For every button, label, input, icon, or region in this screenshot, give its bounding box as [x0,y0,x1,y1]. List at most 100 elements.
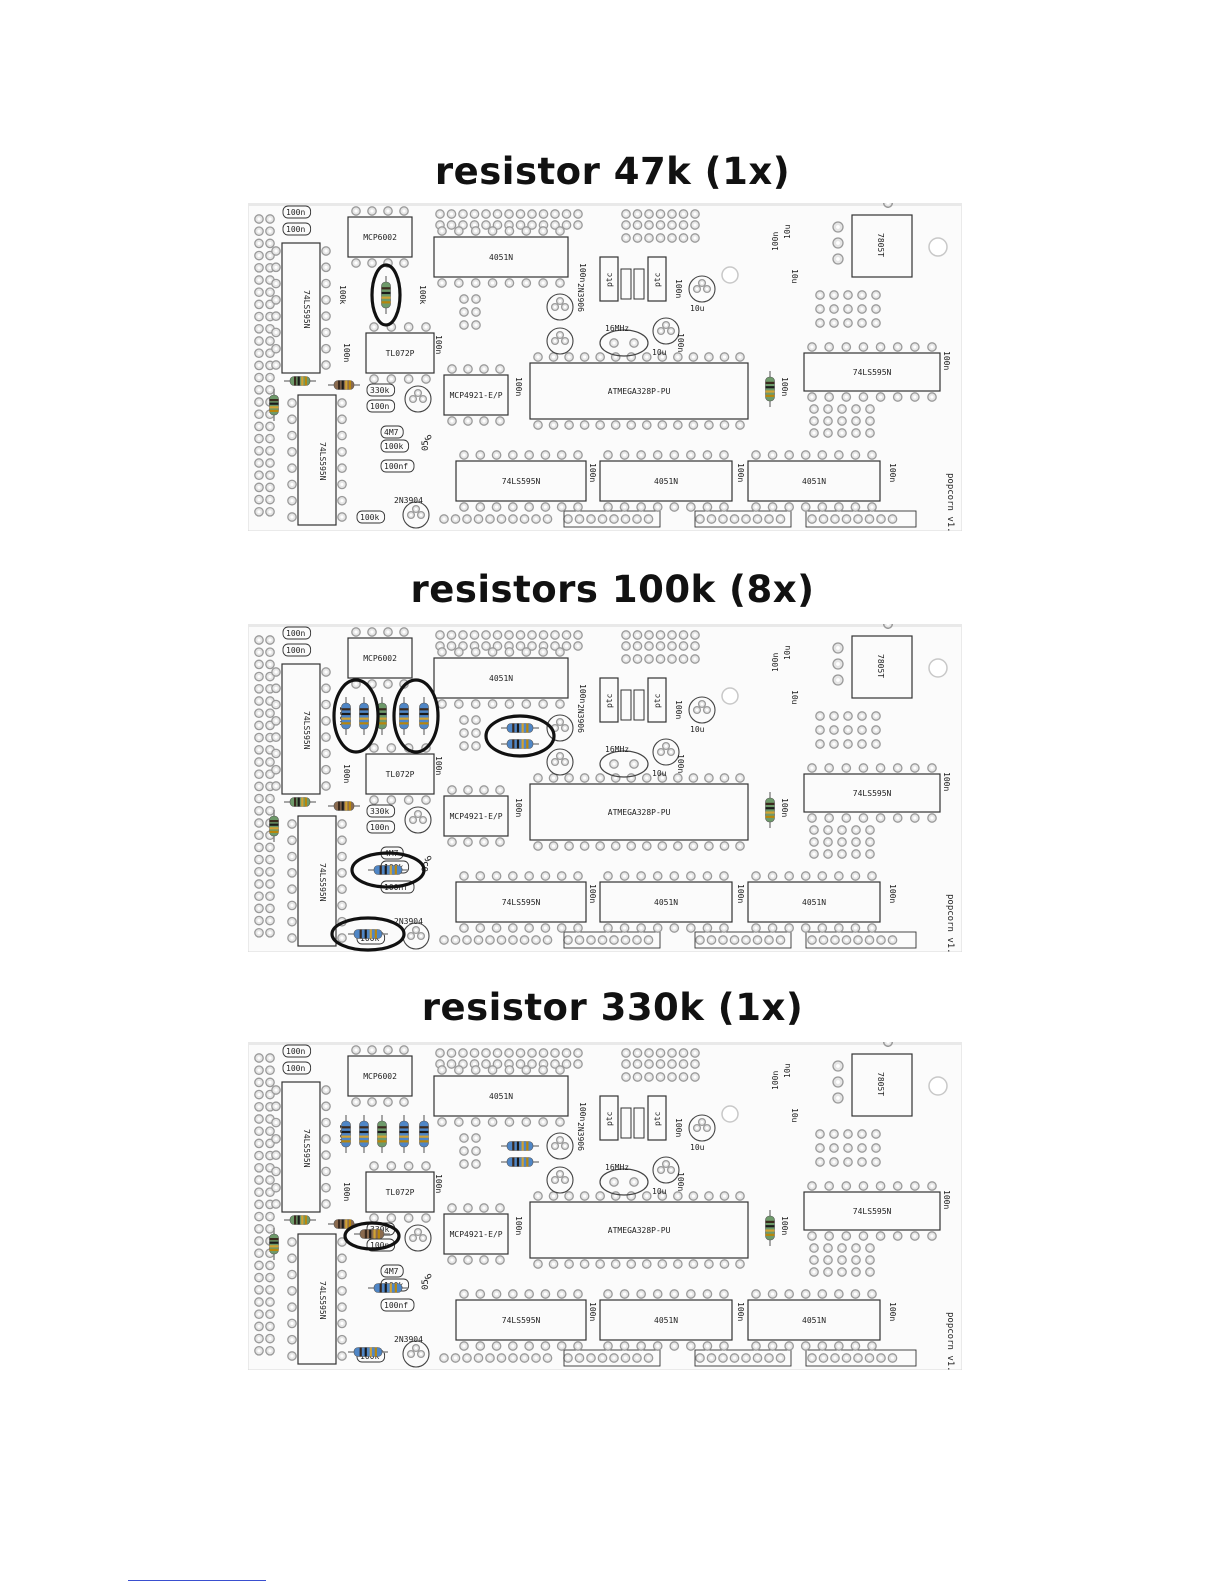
resistor [765,1210,775,1246]
ic-outline [747,881,881,923]
silkscreen-label: 74LS595N [318,1281,327,1320]
silkscreen-label: 4051N [654,1316,678,1325]
ic-outline [803,773,941,813]
silkscreen-label: 16MHz [605,324,629,333]
resistor [328,1219,360,1229]
resistor [328,801,360,811]
silkscreen-label: 100n [888,463,897,482]
transistor-outline [652,317,680,345]
silkscreen-label: 100n [342,343,351,362]
silkscreen-label: 7805T [876,654,885,678]
silkscreen-label: 4051N [489,253,513,262]
silkscreen-label: 2N3906 [576,283,585,312]
component-outline [282,1044,312,1058]
transistor-outline [546,748,574,776]
silkscreen-label: 100n [286,1064,305,1073]
ic-outline [455,881,587,923]
component-outline [366,804,396,818]
transistor-outline [688,275,716,303]
ic-outline [281,1081,321,1213]
silkscreen-label: 100n [674,700,683,719]
regulator-outline [851,1053,913,1117]
transistor-outline [546,293,574,321]
resistor [377,697,387,735]
resistor [348,1347,388,1357]
header-outline [694,510,792,528]
silkscreen-label: MCP6002 [363,233,397,242]
silkscreen-label: ptc [605,1111,614,1126]
transistor-outline [688,1114,716,1142]
silkscreen-label: 4051N [802,898,826,907]
silkscreen-label: 100n [370,1241,389,1250]
silkscreen-label: 10u [652,1187,667,1196]
transistor-outline [546,327,574,355]
silkscreen-label: 100n [286,646,305,655]
silkscreen-label: 74LS595N [853,1207,892,1216]
silkscreen-label: 100n [676,333,685,352]
silkscreen-label: 100n [588,463,597,482]
crystal-outline [599,1168,649,1196]
silkscreen-label: 330k [370,807,389,816]
crystal-outline [599,750,649,778]
resistor [341,697,351,735]
silkscreen-label: 4051N [654,898,678,907]
silkscreen-label: MCP4921-E/P [450,391,503,400]
silkscreen-label: 2N3904 [394,496,423,505]
diode-outline [620,268,632,300]
highlight-circle [330,916,406,952]
silkscreen-label: 100k [418,285,427,304]
component-outline [282,1061,312,1075]
silkscreen-label: MCP6002 [363,654,397,663]
silkscreen-label: 4M7 [384,428,399,437]
highlight-circle [350,851,426,889]
silkscreen-label: 100n [514,798,523,817]
ic-outline [747,1299,881,1341]
highlight-circle [370,263,402,327]
silkscreen-label: TL072P [386,770,415,779]
silkscreen-label: 10u [783,224,792,239]
silkscreen-label: 74LS595N [302,290,311,329]
ptc-outline [647,1095,667,1141]
silkscreen-label: 100n [286,225,305,234]
silkscreen-label: 4M7 [384,1267,399,1276]
transistor-outline [546,1166,574,1194]
resistor [501,1157,539,1167]
ic-outline [455,1299,587,1341]
component-outline [380,1264,404,1278]
ic-outline [281,242,321,374]
ic-outline [529,1201,749,1259]
pcb-board [248,624,962,952]
highlight-circle [343,1221,401,1251]
silkscreen-label: 100nf [384,1301,408,1310]
silkscreen-label: 10u [783,645,792,660]
regulator-outline [851,214,913,278]
mounting-hole [721,687,739,705]
header-outline [694,1349,792,1367]
component-outline [282,222,312,236]
resistor [368,865,408,875]
silkscreen-label: 9 [421,434,432,444]
silkscreen-label: MCP4921-E/P [450,1230,503,1239]
silkscreen-label: 100n [578,1102,587,1121]
transistor-outline [404,385,432,413]
ptc-outline [647,677,667,723]
silkscreen-label: 9 [421,855,432,865]
silkscreen-label: 2N3906 [576,1122,585,1151]
silkscreen-label: 100n [780,377,789,396]
regulator-outline [851,635,913,699]
silkscreen-label: 10u [783,1063,792,1078]
silkscreen-label: 100n [434,1174,443,1193]
ic-outline [803,352,941,392]
silkscreen-label: 74LS595N [318,863,327,902]
ptc-outline [599,1095,619,1141]
silkscreen-label: 100n [771,1071,780,1090]
silkscreen-label: 16MHz [605,1163,629,1172]
silkscreen-label: 7805T [876,233,885,257]
silkscreen-label: 100n [578,263,587,282]
ic-outline [365,332,435,374]
ic-outline [433,1075,569,1117]
resistor [359,697,369,735]
silkscreen-label: 100n [342,764,351,783]
silkscreen-label: 100n [780,798,789,817]
